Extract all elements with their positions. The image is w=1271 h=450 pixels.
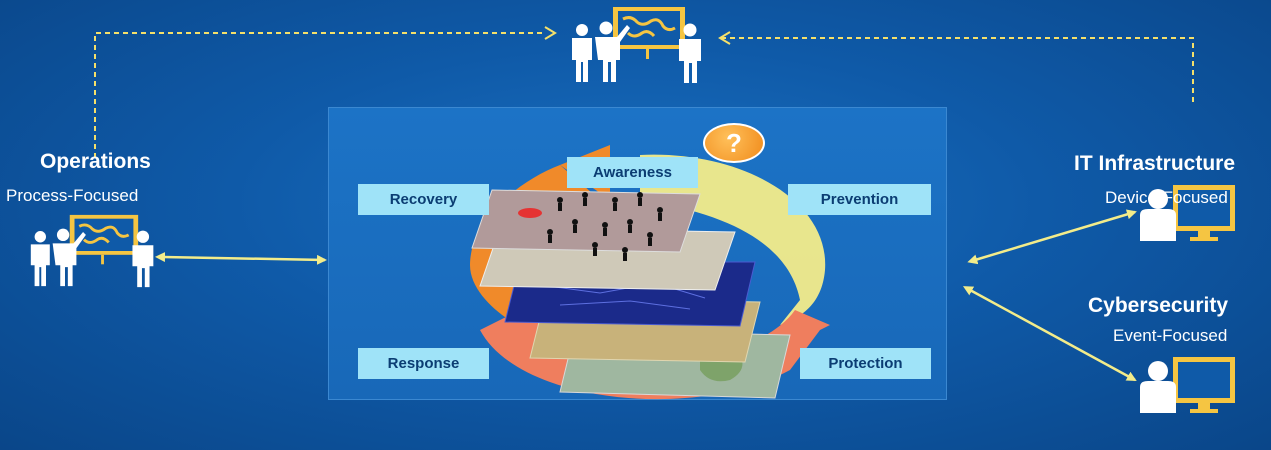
dashed-connector-left — [94, 26, 557, 158]
it-infrastructure-subtitle: Device-Focused — [1105, 188, 1228, 207]
operations-title: Operations — [40, 150, 151, 173]
phase-response: Response — [358, 348, 489, 379]
operations-subtitle: Process-Focused — [6, 186, 139, 205]
user-computer-icon — [1140, 185, 1235, 241]
people-briefing-icon — [572, 7, 701, 83]
cybersecurity-title: Cybersecurity — [1088, 294, 1229, 317]
question-badge-icon: ? — [703, 123, 765, 163]
it-infrastructure-link-arrow — [967, 209, 1137, 265]
it-infrastructure-label: IT Infrastructure Device-Focused — [1060, 148, 1271, 208]
cybersecurity-link-arrow — [962, 286, 1137, 382]
dashed-connector-right — [718, 31, 1194, 102]
it-infrastructure-title: IT Infrastructure — [1074, 152, 1236, 175]
phase-awareness: Awareness — [567, 157, 698, 188]
cybersecurity-subtitle: Event-Focused — [1113, 326, 1228, 345]
phase-protection: Protection — [800, 348, 931, 379]
user-computer-icon — [1140, 357, 1235, 413]
phase-prevention: Prevention — [788, 184, 931, 215]
people-briefing-icon — [30, 214, 154, 288]
operations-link-arrow — [155, 252, 327, 265]
cybersecurity-label: Cybersecurity Event-Focused — [1080, 290, 1271, 350]
phase-recovery: Recovery — [358, 184, 489, 215]
layered-map-icon — [471, 189, 791, 399]
